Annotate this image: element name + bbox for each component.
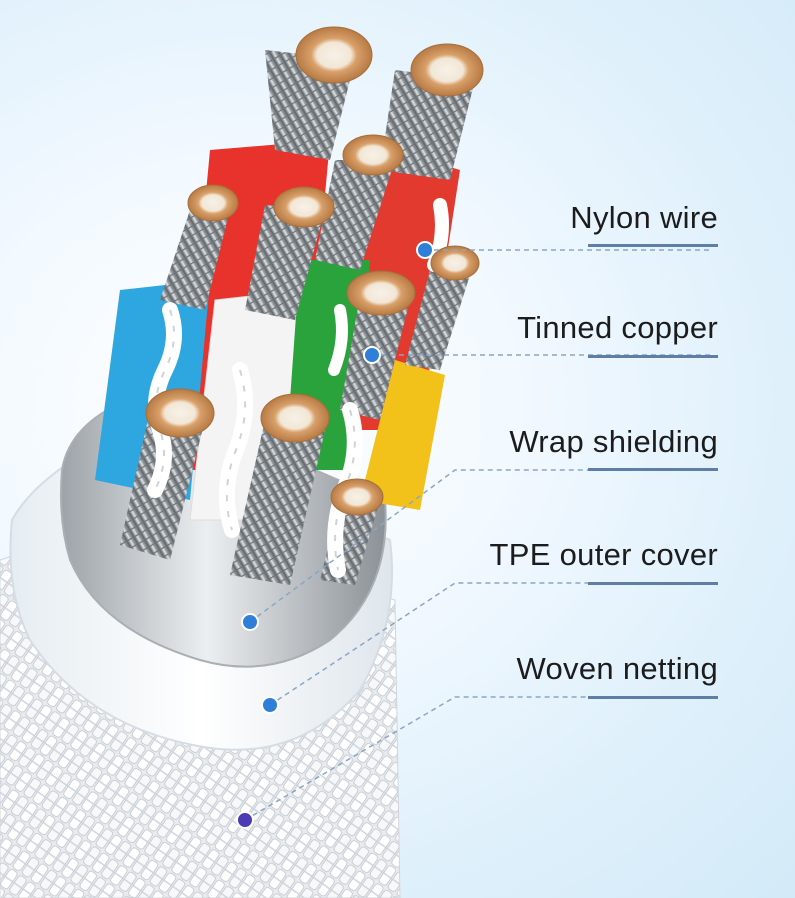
tinned-copper-label: Tinned copper	[517, 310, 718, 345]
wrap-shielding-label: Wrap shielding	[509, 424, 718, 459]
tpe-outer-cover-underline	[588, 582, 718, 585]
woven-netting-label: Woven netting	[516, 651, 718, 686]
marker-dots	[236, 241, 434, 829]
wrap-shielding-marker	[241, 613, 259, 631]
nylon-wire-label: Nylon wire	[570, 200, 718, 235]
nylon-wire-underline	[588, 244, 718, 247]
wrap-shielding-underline	[588, 468, 718, 471]
tinned-copper-marker	[363, 346, 381, 364]
woven-netting-underline	[588, 696, 718, 699]
tpe-outer-cover-label: TPE outer cover	[489, 537, 718, 572]
nylon-wire-marker	[416, 241, 434, 259]
woven-netting-marker	[236, 811, 254, 829]
insulated-wires	[95, 26, 484, 585]
tpe-outer-cover-marker	[261, 696, 279, 714]
tinned-copper-underline	[588, 355, 718, 358]
